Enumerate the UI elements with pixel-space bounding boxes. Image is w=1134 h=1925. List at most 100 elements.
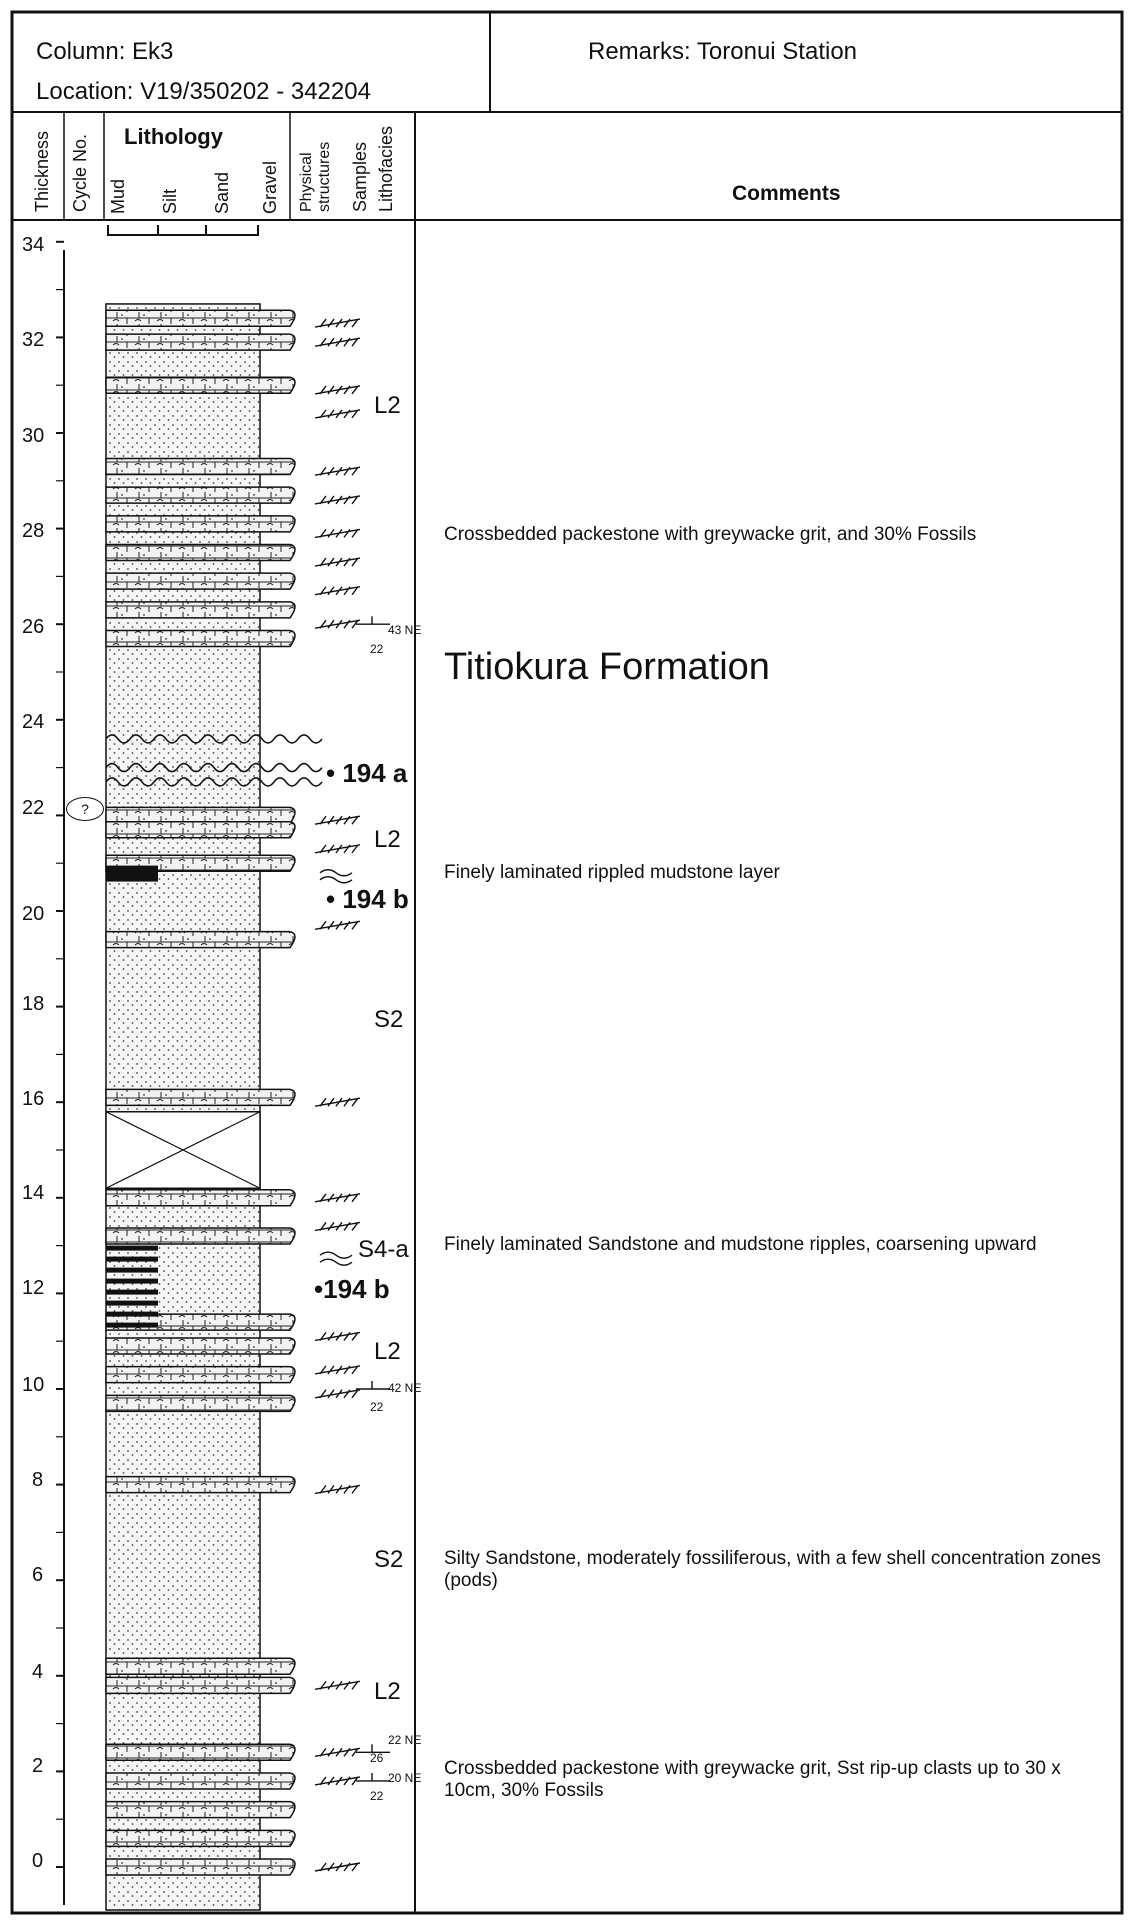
orientation-22ne: 22 NE <box>388 1734 421 1746</box>
packestone-bed <box>106 1859 295 1875</box>
comment-crossbedded-upper: Crossbedded packestone with greywacke gr… <box>444 524 1104 546</box>
crossbedding-symbol <box>315 921 360 929</box>
tick-0: 0 <box>32 1850 43 1873</box>
mudstone-lamina <box>106 1257 158 1262</box>
packestone-bed <box>106 1395 295 1411</box>
comment-rippled-mudstone: Finely laminated rippled mudstone layer <box>444 862 1104 884</box>
facies-l2-middle: L2 <box>374 826 401 854</box>
comment-crossbedded-lower: Crossbedded packestone with greywacke gr… <box>444 1758 1114 1802</box>
orientation-20ne-dip: 22 <box>370 1790 383 1802</box>
formation-name: Titiokura Formation <box>444 646 770 689</box>
packestone-bed <box>106 1228 295 1244</box>
facies-l2-lower: L2 <box>374 1338 401 1366</box>
dip-strike-symbol <box>356 616 390 624</box>
packestone-bed <box>106 516 295 532</box>
lithofacies-label: Lithofacies <box>376 126 397 212</box>
lithology-label: Lithology <box>124 124 223 150</box>
packestone-bed <box>106 602 295 618</box>
ripple-structure-symbol <box>320 870 352 883</box>
packestone-bed <box>106 1677 295 1693</box>
crossbedding-symbol <box>315 620 360 628</box>
packestone-bed <box>106 1658 295 1674</box>
packestone-bed <box>106 377 295 393</box>
mudstone-lamina <box>106 1246 158 1251</box>
crossbedding-symbol <box>315 386 360 394</box>
mudstone-lamina <box>106 1290 158 1295</box>
tick-2: 2 <box>32 1755 43 1778</box>
sample-194a: • 194 a <box>326 758 407 789</box>
tick-16: 16 <box>22 1088 44 1111</box>
packestone-bed <box>106 932 295 948</box>
dip-strike-symbol <box>356 1381 390 1389</box>
tick-34: 34 <box>22 234 44 257</box>
packestone-bed <box>106 487 295 503</box>
crossbedding-symbol <box>315 338 360 346</box>
sand-label: Sand <box>212 172 233 214</box>
packestone-bed <box>106 334 295 350</box>
cycle-no-label: Cycle No. <box>70 134 91 212</box>
tick-28: 28 <box>22 520 44 543</box>
samples-label: Samples <box>350 142 371 212</box>
tick-8: 8 <box>32 1469 43 1492</box>
crossbedding-symbol <box>315 529 360 537</box>
ripple-structure-symbol <box>320 1252 352 1265</box>
tick-14: 14 <box>22 1182 44 1205</box>
crossbedding-symbol <box>315 845 360 853</box>
packestone-bed <box>106 1089 295 1105</box>
orientation-42ne: 42 NE <box>388 1382 421 1394</box>
column-name: Column: Ek3 <box>36 38 173 66</box>
packestone-bed <box>106 631 295 647</box>
facies-s2-lower: S2 <box>374 1546 403 1574</box>
tick-18: 18 <box>22 993 44 1016</box>
gravel-label: Gravel <box>260 161 281 214</box>
tick-22: 22 <box>22 797 44 820</box>
remarks: Remarks: Toronui Station <box>588 38 857 66</box>
facies-s4a: S4-a <box>358 1236 409 1264</box>
comment-silty-sandstone: Silty Sandstone, moderately fossiliferou… <box>444 1548 1114 1592</box>
tick-10: 10 <box>22 1374 44 1397</box>
cycle-marker-label: ? <box>81 801 89 817</box>
facies-l2-bottom: L2 <box>374 1678 401 1706</box>
crossbedding-symbol <box>315 587 360 595</box>
orientation-43ne-dip: 22 <box>370 643 383 655</box>
dip-strike-symbol <box>356 1773 390 1781</box>
orientation-22ne-dip: 26 <box>370 1752 383 1764</box>
packestone-bed <box>106 1773 295 1789</box>
crossbedding-symbol <box>315 1390 360 1398</box>
mudstone-lamina <box>106 1312 158 1317</box>
crossbedding-symbol <box>315 1485 360 1493</box>
crossbedding-symbol <box>315 1681 360 1689</box>
orientation-42ne-dip: 22 <box>370 1401 383 1413</box>
crossbedding-symbol <box>315 1098 360 1106</box>
tick-20: 20 <box>22 903 44 926</box>
comments-label: Comments <box>732 182 841 206</box>
crossbedding-symbol <box>315 558 360 566</box>
packestone-bed <box>106 822 295 838</box>
crossbedding-symbol <box>315 319 360 327</box>
tick-12: 12 <box>22 1277 44 1300</box>
facies-l2-upper: L2 <box>374 392 401 420</box>
crossbedding-symbol <box>315 410 360 418</box>
packestone-bed <box>106 1338 295 1354</box>
tick-6: 6 <box>32 1564 43 1587</box>
facies-s2-upper: S2 <box>374 1006 403 1034</box>
crossbedding-symbol <box>315 1222 360 1230</box>
packestone-bed <box>106 1367 295 1383</box>
tick-32: 32 <box>22 329 44 352</box>
crossbedding-symbol <box>315 1332 360 1340</box>
sample-194b-upper: • 194 b <box>326 884 409 915</box>
crossbedding-symbol <box>315 496 360 504</box>
crossbedding-symbol <box>315 1194 360 1202</box>
crossbedding-symbol <box>315 467 360 475</box>
cycle-marker: ? <box>66 797 104 821</box>
mudstone-lamina <box>106 1279 158 1284</box>
packestone-bed <box>106 1830 295 1846</box>
packestone-bed <box>106 573 295 589</box>
crossbedding-symbol <box>315 816 360 824</box>
packestone-bed <box>106 1802 295 1818</box>
tick-26: 26 <box>22 616 44 639</box>
mudstone-bed <box>106 866 158 882</box>
tick-30: 30 <box>22 425 44 448</box>
